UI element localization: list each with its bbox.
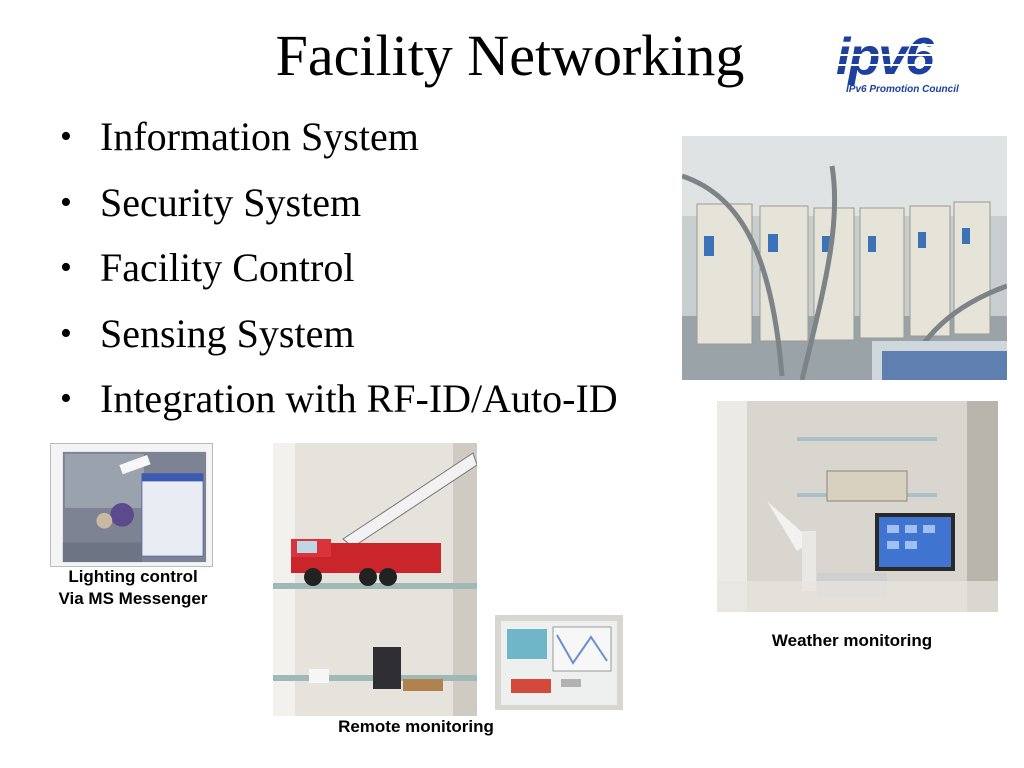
bullet-text: Information System: [100, 114, 419, 159]
caption-weather-monitoring: Weather monitoring: [771, 631, 933, 650]
bullet-list: • Information System • Security System • Fa…: [56, 108, 618, 436]
caption-lighting-line1: Lighting control: [68, 567, 198, 586]
bullet-item: • Facility Control: [56, 239, 618, 305]
bullet-dot-icon: •: [60, 118, 72, 155]
bullet-text: Facility Control: [100, 245, 355, 290]
photo-controller-modules: [682, 136, 1007, 380]
bullet-dot-icon: •: [60, 314, 72, 352]
bullet-item: • Integration with RF-ID/Auto-ID: [56, 370, 618, 436]
logo-subtitle: IPv6 Promotion Council: [846, 84, 959, 95]
photo-remote-monitoring-screen: [495, 615, 623, 710]
bullet-text: Security System: [100, 179, 362, 225]
bullet-item: • Security System: [56, 174, 618, 240]
photo-fire-truck-shelf: [273, 443, 477, 716]
photo-weather-monitoring: [717, 401, 998, 612]
bullet-item: • Information System: [56, 108, 618, 174]
photo-lighting-control: [50, 443, 213, 567]
logo-wordmark: ipv6: [836, 28, 935, 86]
ipv6-logo-graphic: ipv6 IPv6 Promotion Council: [836, 28, 988, 95]
bullet-text: Sensing System: [100, 310, 355, 356]
slide-title: Facility Networking: [275, 23, 745, 88]
caption-remote-monitoring: Remote monitoring: [338, 717, 494, 736]
caption-lighting-line2: Via MS Messenger: [58, 589, 208, 608]
bullet-dot-icon: •: [60, 249, 72, 286]
bullet-item: • Sensing System: [56, 305, 618, 371]
caption-lighting-control: Lighting control Via MS Messenger: [40, 566, 226, 610]
bullet-dot-icon: •: [60, 183, 72, 221]
bullet-dot-icon: •: [60, 380, 72, 417]
ipv6-logo: ipv6 IPv6 Promotion Council: [834, 24, 994, 98]
bullet-text: Integration with RF-ID/Auto-ID: [100, 376, 618, 421]
